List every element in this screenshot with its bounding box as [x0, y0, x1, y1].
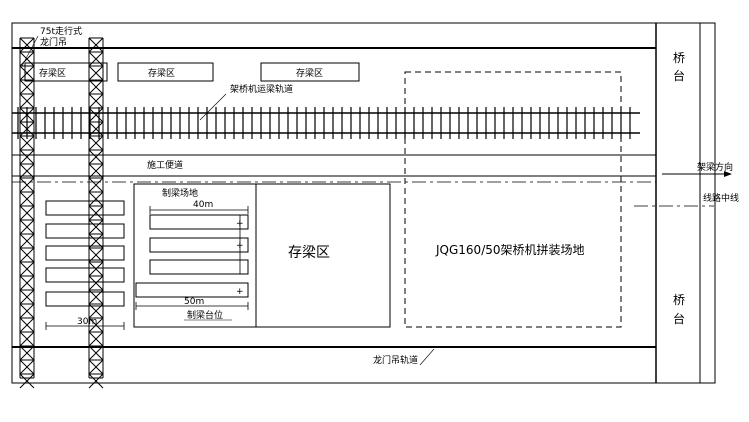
lattice-member	[88, 359, 104, 375]
gantry-crane-label-line1: 75t走行式	[40, 25, 82, 37]
left-pedestal-5	[45, 291, 125, 307]
transport-track-label: 架桥机运梁轨道	[230, 83, 293, 95]
lattice-member	[88, 261, 104, 277]
casting-pedestal-mark-3: +	[236, 287, 244, 297]
lattice-member	[19, 93, 35, 109]
lattice-member	[19, 289, 35, 305]
lattice-member	[88, 219, 104, 235]
dim-40m-label: 40m	[193, 200, 213, 210]
track-sleepers	[17, 107, 631, 139]
dim-30m-label: 30m	[77, 317, 97, 327]
lattice-member	[19, 359, 35, 375]
lattice-member	[88, 247, 104, 263]
lattice-member	[88, 331, 104, 347]
gantry-crane-leg-left	[19, 37, 35, 389]
lattice-member	[19, 205, 35, 221]
left-pedestal-2	[45, 223, 125, 239]
assembly-site-label: JQG160/50架桥机拼装场地	[435, 243, 585, 257]
lattice-member	[88, 121, 104, 137]
left-pedestal-1	[45, 200, 125, 216]
lattice-member	[19, 51, 35, 67]
outer-boundary	[11, 22, 716, 384]
beam-casting-site-box	[133, 183, 391, 328]
transport-track-leader	[199, 93, 227, 121]
lattice-member	[19, 317, 35, 333]
lattice-member	[88, 177, 104, 193]
casting-pedestal-2	[149, 237, 249, 253]
erection-direction-arrowhead	[724, 171, 732, 177]
crane-track-label: 龙门吊轨道	[373, 354, 418, 366]
lattice-member	[19, 191, 35, 207]
storage-zone-label-3: 存梁区	[296, 67, 323, 79]
storage-zone-label-1: 存梁区	[39, 67, 66, 79]
lattice-member	[88, 37, 104, 53]
lattice-member	[19, 135, 35, 151]
casting-pedestal-3	[149, 259, 249, 275]
lattice-member	[88, 303, 104, 319]
lattice-member	[88, 107, 104, 123]
lattice-member	[19, 121, 35, 137]
lattice-member	[19, 303, 35, 319]
lattice-member	[88, 65, 104, 81]
lattice-member	[88, 289, 104, 305]
lattice-member	[88, 233, 104, 249]
casting-pedestal-label: 制梁台位	[187, 309, 223, 321]
lattice-member	[19, 219, 35, 235]
abutment-label-bottom-1: 桥	[673, 293, 685, 307]
dim-50m-label: 50m	[184, 297, 204, 307]
lattice-member	[88, 163, 104, 179]
lattice-member	[19, 331, 35, 347]
lattice-member	[19, 163, 35, 179]
lattice-member	[19, 37, 35, 53]
storage-zone-box-3	[260, 62, 360, 82]
lattice-member	[19, 345, 35, 361]
assembly-site-box	[404, 71, 622, 328]
lattice-member	[19, 177, 35, 193]
storage-zone-main-label: 存梁区	[288, 245, 330, 261]
lattice-member	[88, 317, 104, 333]
storage-zone-box-1	[24, 62, 108, 82]
lattice-member	[88, 93, 104, 109]
construction-road-label: 施工便道	[147, 159, 183, 171]
lattice-member	[88, 191, 104, 207]
lattice-member	[19, 107, 35, 123]
lattice-member	[19, 233, 35, 249]
lattice-member	[88, 345, 104, 361]
gantry-crane-leg-right	[88, 37, 104, 389]
lattice-member	[19, 261, 35, 277]
crane-track-leader	[419, 348, 435, 366]
route-centerline-label: 线路中线	[703, 192, 739, 204]
lattice-member	[19, 79, 35, 95]
lattice-member	[88, 135, 104, 151]
lattice-member	[19, 149, 35, 165]
storage-zone-label-2: 存梁区	[148, 67, 175, 79]
abutment-label-bottom-2: 台	[673, 311, 685, 326]
abutment-label-top-2: 台	[673, 68, 685, 83]
lattice-member	[88, 79, 104, 95]
left-pedestal-4	[45, 267, 125, 283]
lattice-member	[88, 149, 104, 165]
gantry-crane-label-line2: 龙门吊	[40, 36, 67, 48]
storage-zone-box-2	[117, 62, 214, 82]
abutment-label-top-1: 桥	[673, 51, 685, 65]
beam-casting-site-label: 制梁场地	[162, 187, 198, 199]
lattice-member	[88, 275, 104, 291]
lattice-member	[19, 247, 35, 263]
lattice-member	[88, 373, 104, 389]
lattice-member	[19, 275, 35, 291]
gantry-crane-leader	[21, 35, 39, 67]
lattice-member	[88, 51, 104, 67]
erection-direction-label: 架梁方向	[697, 161, 733, 173]
casting-pedestal-1	[149, 214, 249, 230]
left-pedestal-3	[45, 245, 125, 261]
casting-pedestal-4	[135, 282, 249, 298]
lattice-member	[88, 205, 104, 221]
lattice-member	[19, 65, 35, 81]
lattice-member	[19, 373, 35, 389]
